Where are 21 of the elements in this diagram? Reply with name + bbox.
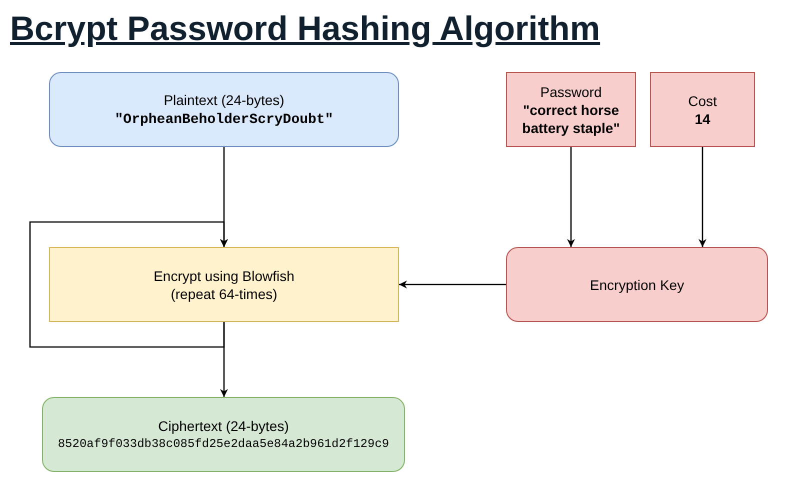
node-label: Password: [540, 82, 602, 100]
node-label: Ciphertext (24-bytes): [158, 416, 289, 434]
input-box: [650, 72, 755, 147]
arrow: [567, 147, 575, 247]
diagram-title: Bcrypt Password Hashing Algorithm: [10, 10, 600, 49]
arrow: [698, 147, 706, 247]
plaintext-box: [49, 72, 399, 147]
input-box: [506, 72, 636, 147]
node-value: "correct horse battery staple": [521, 100, 621, 136]
arrow: [399, 280, 506, 288]
node-value: "OrpheanBeholderScryDoubt": [114, 110, 334, 128]
node-value: 14: [694, 110, 710, 128]
node-label: Encrypt using Blowfish (repeat 64-times): [152, 266, 296, 302]
loop-arrow: [29, 221, 228, 348]
key-box: [506, 247, 768, 322]
node-label: Cost: [688, 92, 717, 110]
node-label: Plaintext (24-bytes): [164, 90, 284, 108]
node-label: Encryption Key: [590, 276, 684, 294]
ciphertext-box: [42, 397, 405, 472]
process-box: [49, 247, 399, 322]
node-value: 8520af9f033db38c085fd25e2daa5e84a2b961d2f129c9: [58, 436, 390, 452]
